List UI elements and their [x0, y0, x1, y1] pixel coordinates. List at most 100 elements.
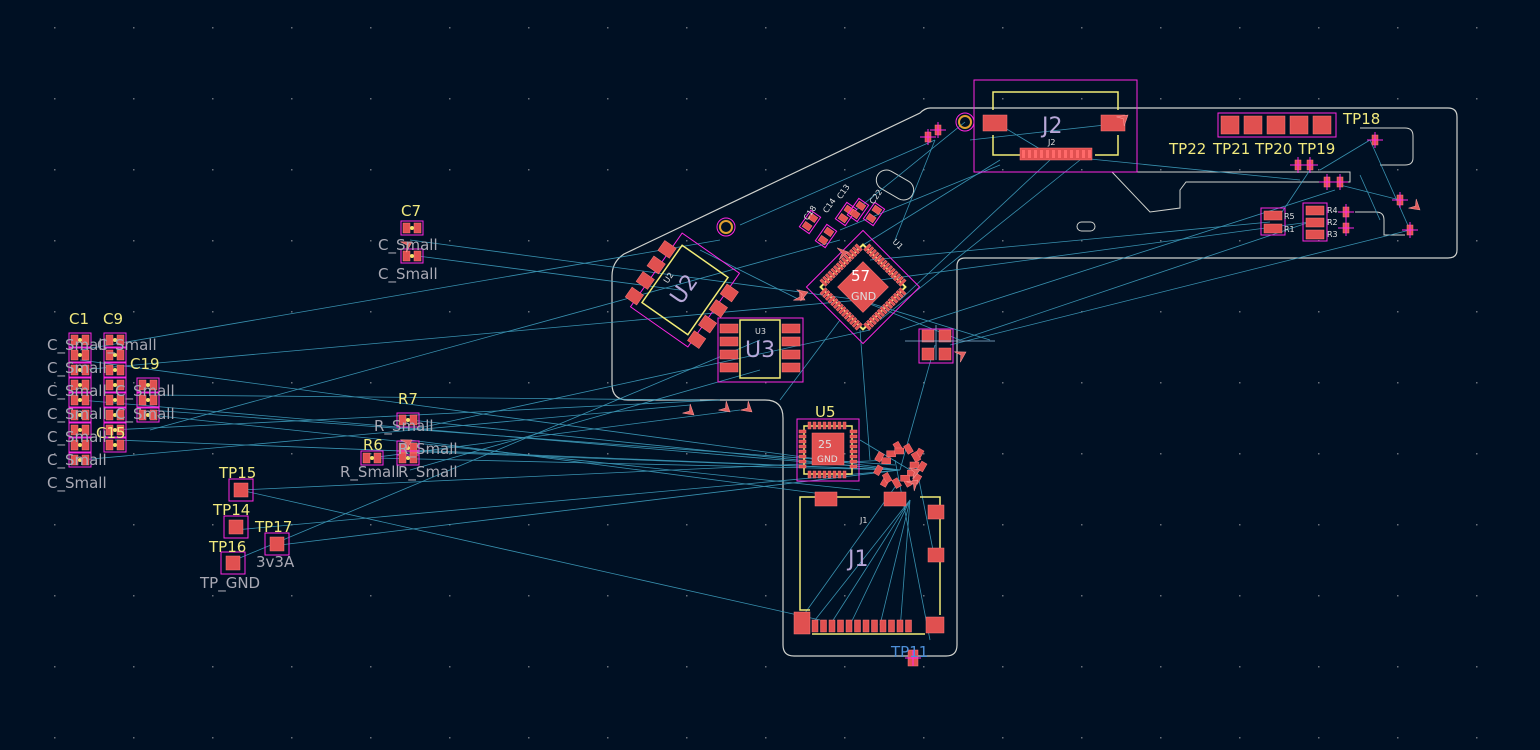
- pad: [851, 319, 860, 328]
- courtyard: [68, 452, 92, 468]
- ratsnest-line: [149, 239, 841, 431]
- pad: [105, 409, 114, 421]
- label-cm-val-1: C_Small: [115, 382, 175, 401]
- label-c7: C7: [401, 202, 421, 220]
- ratsnest-line: [869, 221, 1271, 261]
- grid-dot: [1081, 98, 1083, 100]
- pad: [807, 421, 812, 430]
- grid-dot: [844, 382, 846, 384]
- pad: [849, 454, 858, 459]
- courtyard: [103, 422, 127, 438]
- center-dot: [78, 368, 82, 372]
- label-r7-val1: R_Small: [374, 417, 434, 436]
- grid-dot: [528, 98, 530, 100]
- pad: [849, 444, 858, 449]
- label-r-val3: R_Small: [398, 463, 458, 482]
- ratsnest-line: [79, 359, 901, 471]
- grid-dot: [54, 737, 56, 739]
- pad: [854, 322, 863, 331]
- grid-dot: [686, 453, 688, 455]
- silkscreen: [819, 243, 907, 331]
- grid-dot: [1160, 240, 1162, 242]
- pad: [895, 290, 904, 299]
- pad: [925, 616, 945, 634]
- grid-dot: [133, 737, 135, 739]
- pad: [1312, 115, 1332, 135]
- grid-dot: [686, 311, 688, 313]
- grid-dot: [923, 595, 925, 597]
- grid-dot: [686, 595, 688, 597]
- courtyard: [1302, 202, 1328, 242]
- pad: [865, 212, 877, 224]
- grid-dot: [449, 98, 451, 100]
- grid-dot: [54, 382, 56, 384]
- pad: [846, 314, 855, 323]
- courtyard: [846, 197, 870, 223]
- center-dot: [78, 443, 82, 447]
- label-c22: C22: [868, 188, 884, 206]
- grid-dot: [607, 453, 609, 455]
- grid-dot: [1239, 240, 1241, 242]
- grid-dot: [212, 524, 214, 526]
- grid-dot: [133, 666, 135, 668]
- grid-dot: [1318, 311, 1320, 313]
- pad: [849, 208, 861, 220]
- grid-dot: [923, 453, 925, 455]
- grid-dot: [370, 240, 372, 242]
- board-slot-right: [1110, 171, 1351, 213]
- u1-footprint: [805, 229, 921, 345]
- grid-dot: [1397, 524, 1399, 526]
- pad: [798, 429, 807, 434]
- pad: [719, 283, 739, 303]
- arrow-marker: [908, 467, 921, 480]
- grid-dot: [765, 311, 767, 313]
- pad: [719, 323, 739, 334]
- pad: [895, 275, 904, 284]
- grid-dot: [686, 169, 688, 171]
- label-c7-val1: C_Small: [378, 236, 438, 255]
- pad: [708, 299, 728, 318]
- grid-dot: [212, 240, 214, 242]
- grid-dot: [765, 595, 767, 597]
- courtyard: [68, 422, 92, 438]
- pad: [698, 314, 718, 334]
- u2-footprint: [624, 232, 741, 349]
- label-j2-big: J2: [1040, 114, 1063, 139]
- grid-dot: [528, 240, 530, 242]
- courtyard: [68, 392, 92, 408]
- pad: [921, 347, 935, 361]
- grid-dot: [1476, 27, 1478, 29]
- pad: [1266, 115, 1286, 135]
- grid-dot: [1002, 382, 1004, 384]
- grid-dot: [1002, 98, 1004, 100]
- label-tp14: TP14: [212, 501, 250, 519]
- center-dot: [113, 413, 117, 417]
- grid-dot: [1397, 27, 1399, 29]
- pad-pin: [1046, 150, 1049, 158]
- grid-dot: [212, 27, 214, 29]
- courtyard: [136, 407, 160, 423]
- grid-dot: [1239, 737, 1241, 739]
- pad: [228, 519, 244, 535]
- grid-dot: [291, 27, 293, 29]
- grid-dot: [686, 666, 688, 668]
- ratsnest-line: [894, 459, 931, 641]
- small-cap: [814, 223, 838, 249]
- grid-dot: [291, 595, 293, 597]
- courtyard: [396, 450, 420, 466]
- pad: [854, 243, 863, 252]
- pad: [798, 464, 807, 469]
- grid-dot: [449, 666, 451, 668]
- board-outline: [611, 107, 1458, 657]
- label-c-val-5: C_Small: [47, 451, 107, 470]
- courtyard: [103, 407, 127, 423]
- pad: [835, 262, 844, 271]
- pad: [884, 300, 894, 309]
- ratsnest-line: [699, 249, 801, 301]
- pad: [827, 421, 832, 430]
- pad: [362, 452, 371, 464]
- pad: [781, 362, 801, 373]
- label-c-val-2: C_Small: [47, 382, 107, 401]
- label-u1-small: U1: [891, 237, 905, 251]
